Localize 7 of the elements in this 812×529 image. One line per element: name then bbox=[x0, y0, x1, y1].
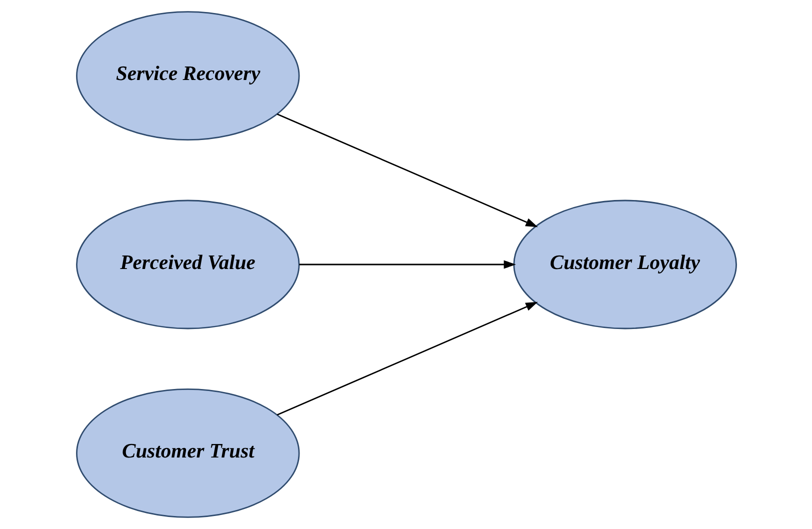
node-ellipse: Perceived Value bbox=[76, 200, 300, 330]
arrow bbox=[276, 113, 538, 228]
node-ellipse: Service Recovery bbox=[76, 11, 300, 140]
node-ellipse: Customer Loyalty bbox=[512, 200, 736, 330]
node-ellipse: Customer Trust bbox=[76, 388, 300, 518]
arrow bbox=[276, 302, 538, 416]
arrow bbox=[298, 260, 516, 269]
